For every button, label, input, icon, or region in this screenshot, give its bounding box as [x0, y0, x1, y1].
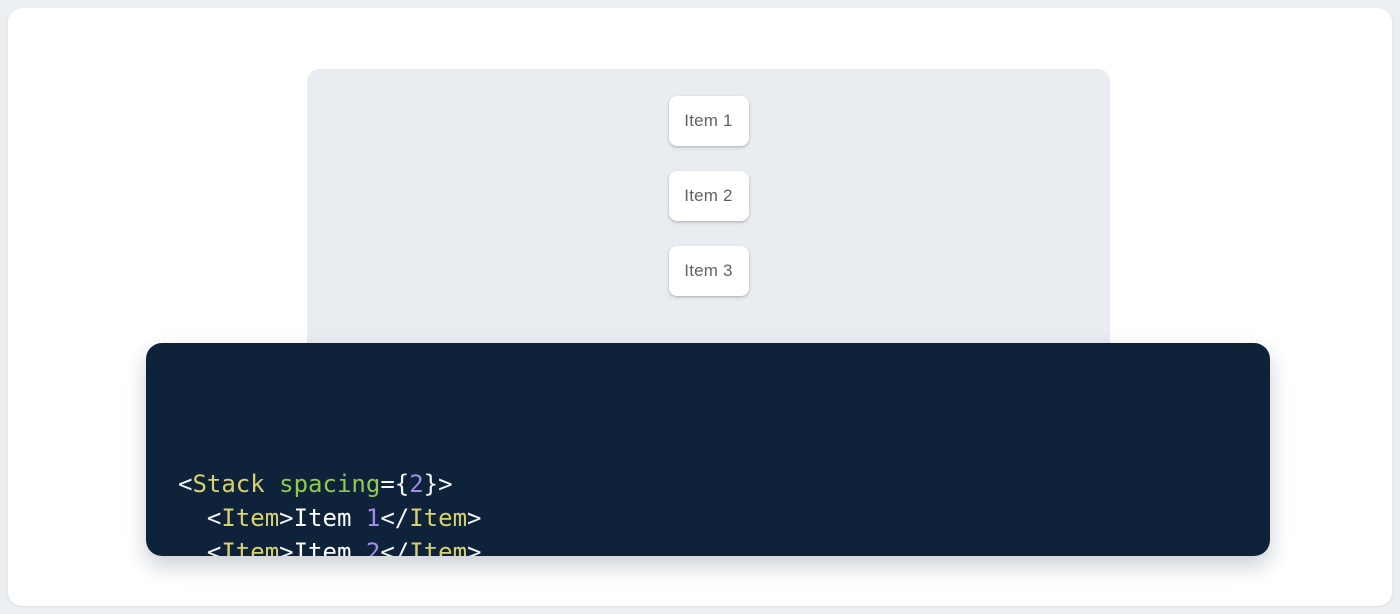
code-token: Item — [409, 538, 467, 556]
stack-item: Item 3 — [669, 246, 749, 296]
code-token: < — [178, 470, 192, 498]
stack-item-label: Item 3 — [684, 261, 732, 281]
code-token: Item — [409, 504, 467, 532]
code-line: <Item>Item 2</Item> — [178, 535, 1238, 556]
code-token: 2 — [366, 538, 380, 556]
code-token: Item — [221, 504, 279, 532]
code-token: Item — [294, 504, 366, 532]
stack-item: Item 1 — [669, 96, 749, 146]
code-token: Stack — [192, 470, 264, 498]
code-token: > — [467, 538, 481, 556]
code-block: <Stack spacing={2}> <Item>Item 1</Item> … — [146, 343, 1270, 556]
code-token: </ — [380, 538, 409, 556]
code-token: > — [467, 504, 481, 532]
code-token: Item — [294, 538, 366, 556]
code-token: Item — [221, 538, 279, 556]
code-token: 1 — [366, 504, 380, 532]
code-token: 2 — [409, 470, 423, 498]
content-card: Item 1Item 2Item 3 <Stack spacing={2}> <… — [8, 8, 1392, 606]
stack-item: Item 2 — [669, 171, 749, 221]
code-line: <Stack spacing={2}> — [178, 467, 1238, 501]
code-token — [178, 538, 207, 556]
stack-item-label: Item 2 — [684, 186, 732, 206]
code-token: ={ — [380, 470, 409, 498]
code-token: < — [207, 538, 221, 556]
code-token — [178, 504, 207, 532]
code-token: spacing — [279, 470, 380, 498]
code-token: > — [279, 538, 293, 556]
code-token — [265, 470, 279, 498]
code-line: <Item>Item 1</Item> — [178, 501, 1238, 535]
code-token: }> — [424, 470, 453, 498]
code-token: </ — [380, 504, 409, 532]
stack-item-label: Item 1 — [684, 111, 732, 131]
code-token: < — [207, 504, 221, 532]
code-token: > — [279, 504, 293, 532]
